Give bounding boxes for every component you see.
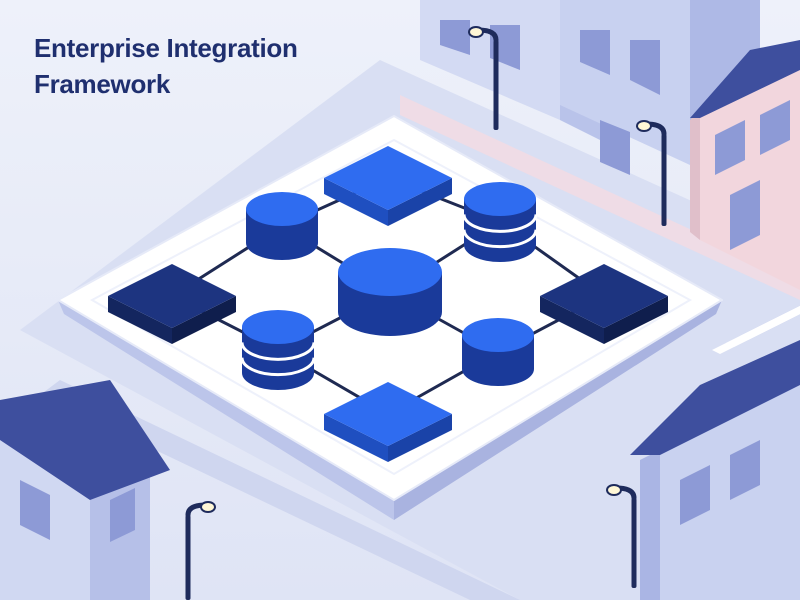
block-top-face — [324, 382, 452, 446]
database-band — [462, 229, 538, 249]
lamp-head — [468, 26, 484, 38]
street-lamp — [468, 26, 499, 130]
building-window — [630, 40, 660, 95]
street-lamp — [636, 120, 667, 226]
crosswalk-stripe — [768, 306, 800, 326]
cylinder-top-face — [242, 310, 314, 344]
node-database-lower-left — [240, 310, 316, 390]
title-line-1: Enterprise Integration — [34, 33, 298, 63]
building-window — [600, 120, 630, 175]
block-top-face — [540, 264, 668, 328]
database-band — [240, 342, 316, 361]
background-buildings — [420, 0, 800, 290]
crosswalk — [712, 306, 800, 354]
road-edge — [40, 380, 520, 600]
diagram-nodes — [108, 146, 668, 462]
lamp-head — [636, 120, 652, 132]
building-bottom-right — [630, 340, 800, 600]
building-window — [715, 120, 745, 175]
block-side-left — [108, 296, 172, 344]
block-side-right — [172, 296, 236, 344]
node-block-left — [108, 264, 236, 344]
node-cylinder-upper-left — [246, 192, 318, 260]
building-side-wall — [690, 110, 700, 240]
platform-side-left — [58, 300, 394, 520]
building-window — [680, 465, 710, 525]
node-block-bottom — [324, 382, 452, 462]
lamp-head — [606, 484, 622, 496]
database-band — [462, 214, 538, 233]
block-side-left — [324, 414, 388, 462]
building-window — [440, 20, 470, 55]
building-window — [580, 30, 610, 75]
building-window — [110, 488, 135, 542]
block-side-right — [388, 178, 452, 226]
cylinder-top-face — [464, 182, 536, 216]
title-line-2: Framework — [34, 69, 171, 99]
building-right — [690, 40, 800, 290]
street-lamp — [185, 501, 216, 600]
building-side-wall — [640, 450, 660, 600]
node-block-right — [540, 264, 668, 344]
foreground-buildings — [0, 340, 800, 600]
block-top-face — [324, 146, 452, 210]
building-window — [730, 440, 760, 500]
building-roof — [0, 380, 170, 500]
building-window — [20, 480, 50, 540]
block-side-right — [604, 296, 668, 344]
node-cylinder-center — [338, 248, 442, 336]
building-roof — [690, 40, 800, 118]
street-lamp — [606, 484, 637, 588]
building-bottom-left — [0, 380, 170, 600]
building-roof — [630, 340, 800, 455]
node-block-top — [324, 146, 452, 226]
platform-side-right — [394, 300, 722, 520]
lamp-head — [200, 501, 216, 513]
platform-inset — [89, 138, 693, 476]
cylinder-top-face — [338, 248, 442, 296]
block-side-right — [388, 414, 452, 462]
building-window — [730, 180, 760, 250]
cylinder-top-face — [246, 192, 318, 226]
block-side-left — [540, 296, 604, 344]
node-database-upper-right — [462, 182, 538, 262]
lamp-pole — [631, 498, 637, 588]
lamp-pole — [661, 134, 667, 226]
cylinder-top-face — [462, 318, 534, 352]
node-cylinder-lower-right — [462, 318, 534, 386]
block-top-face — [108, 264, 236, 328]
sidewalk-strip — [400, 95, 800, 300]
page-title: Enterprise Integration Framework — [34, 30, 298, 102]
block-side-left — [324, 178, 388, 226]
lamp-pole — [493, 40, 499, 130]
building-window — [760, 100, 790, 155]
lamp-pole — [185, 515, 191, 600]
database-band — [240, 357, 316, 377]
